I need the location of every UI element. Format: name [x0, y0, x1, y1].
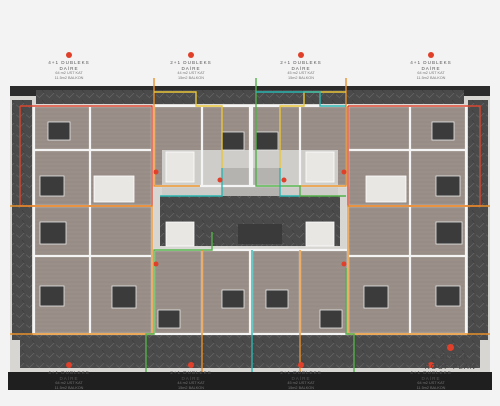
unit-outlines [10, 78, 490, 372]
unit-area: 64 m2 UST KAT [55, 381, 83, 386]
location-pin-icon [298, 52, 304, 58]
bathrooms [93, 151, 407, 247]
unit-type: 4+1 DUBLEKS [410, 60, 452, 65]
unit-balcony: 11.5m2 BALKON [54, 386, 84, 391]
left-terrace [12, 100, 32, 340]
block-name: A BLOCK [431, 354, 470, 362]
unit-label-top-2: 2+1 DUBLEKS DAİRE 44 m2 UST KAT 15m2 BAL… [156, 52, 226, 81]
unit-balcony: 15m2 BALKON [178, 76, 204, 81]
unit-balcony: 11.5m2 BALKON [416, 386, 446, 391]
location-pin-icon [298, 362, 304, 368]
unit-daire: DAİRE [291, 65, 311, 71]
unit-area: 45 m2 UST KAT [287, 381, 315, 386]
location-pin-icon [66, 362, 72, 368]
unit-balcony: 15m2 BALKON [288, 386, 314, 391]
location-pin-icon [188, 362, 194, 368]
unit-balcony: 11.5m2 BALKON [54, 76, 84, 81]
unit-type: 2+1 DUBLEKS [280, 370, 322, 375]
unit-daire: DAİRE [59, 65, 79, 71]
unit-markers [153, 169, 347, 267]
unit-label-top-3: 2+1 DUBLEKS DAİRE 45 m2 UST KAT 15m2 BAL… [266, 52, 336, 81]
unit-type: 2+1 DUBLEKS [170, 370, 212, 375]
unit-area: 64 m2 UST KAT [417, 381, 445, 386]
location-pin-icon [428, 52, 434, 58]
location-pin-icon [66, 52, 72, 58]
unit-daire: DAİRE [181, 65, 201, 71]
unit-label-top-1: 4+1 DUBLEKS DAİRE 64 m2 UST KAT 11.5m2 B… [34, 52, 104, 81]
unit-type: 4+1 DUBLEKS [48, 370, 90, 375]
unit-daire: DAİRE [181, 375, 201, 381]
unit-balcony: 15m2 BALKON [178, 386, 204, 391]
unit-type: 2+1 DUBLEKS [280, 60, 322, 65]
unit-area: 64 m2 UST KAT [55, 71, 83, 76]
unit-label-bottom-2: 2+1 DUBLEKS DAİRE 44 m2 UST KAT 15m2 BAL… [156, 362, 226, 391]
unit-area: 44 m2 UST KAT [177, 381, 205, 386]
unit-area: 44 m2 UST KAT [177, 71, 205, 76]
bed-furniture [39, 121, 463, 329]
unit-type: 4+1 DUBLEKS [410, 370, 452, 375]
plan-name: ROOF PLAN [424, 363, 476, 371]
bottom-terrace [20, 334, 480, 368]
unit-area: 45 m2 UST KAT [287, 71, 315, 76]
unit-label-bottom-4: 4+1 DUBLEKS DAİRE 64 m2 UST KAT 11.5m2 B… [396, 362, 466, 391]
unit-label-bottom-1: 4+1 DUBLEKS DAİRE 64 m2 UST KAT 11.5m2 B… [34, 362, 104, 391]
top-terrace [36, 90, 464, 104]
unit-type: 2+1 DUBLEKS [170, 60, 212, 65]
unit-label-bottom-3: 2+1 DUBLEKS DAİRE 45 m2 UST KAT 15m2 BAL… [266, 362, 336, 391]
unit-area: 64 m2 UST KAT [417, 71, 445, 76]
unit-daire: DAİRE [421, 375, 441, 381]
right-terrace [468, 100, 488, 340]
location-pin-icon [428, 362, 434, 368]
unit-balcony: 11.5m2 BALKON [416, 76, 446, 81]
location-pin-icon [446, 344, 454, 352]
unit-daire: DAİRE [59, 375, 79, 381]
unit-daire: DAİRE [291, 375, 311, 381]
unit-balcony: 15m2 BALKON [288, 76, 314, 81]
block-title: A BLOCK ROOF PLAN [425, 344, 476, 372]
location-pin-icon [188, 52, 194, 58]
unit-daire: DAİRE [421, 65, 441, 71]
unit-type: 4+1 DUBLEKS [48, 60, 90, 65]
unit-label-top-4: 4+1 DUBLEKS DAİRE 64 m2 UST KAT 11.5m2 B… [396, 52, 466, 81]
